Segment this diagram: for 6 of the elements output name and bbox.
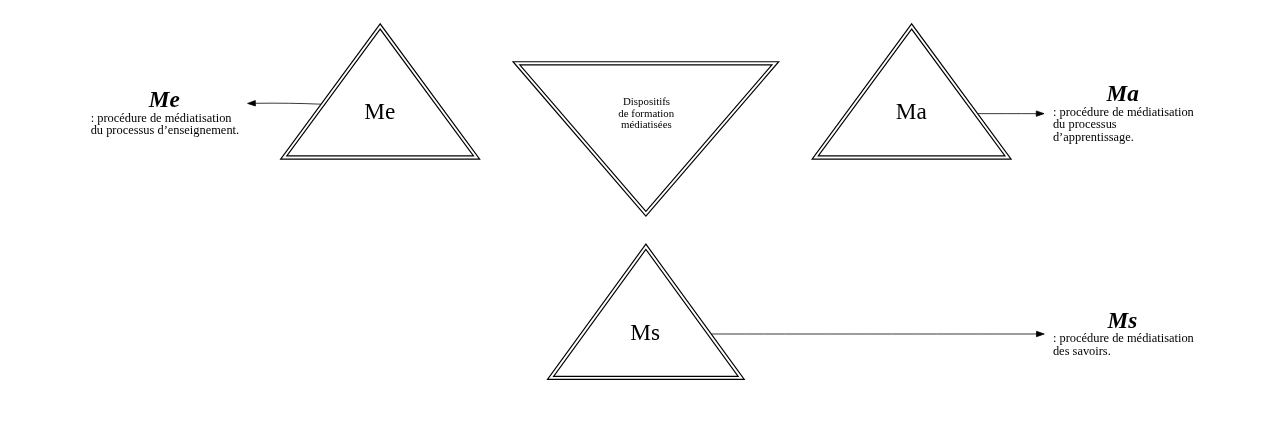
arrow [710, 330, 1045, 338]
node-text: Me : procédure de médiatisation du processus d’enseignement. [90, 86, 239, 138]
node-text: Ma : procédure de médiatisation du processus d’apprentissage. [1052, 80, 1194, 144]
arrow [246, 100, 321, 107]
node-text: Ms : procédure de médiatisation des savoirs. [1052, 306, 1194, 358]
arrow [977, 110, 1044, 117]
